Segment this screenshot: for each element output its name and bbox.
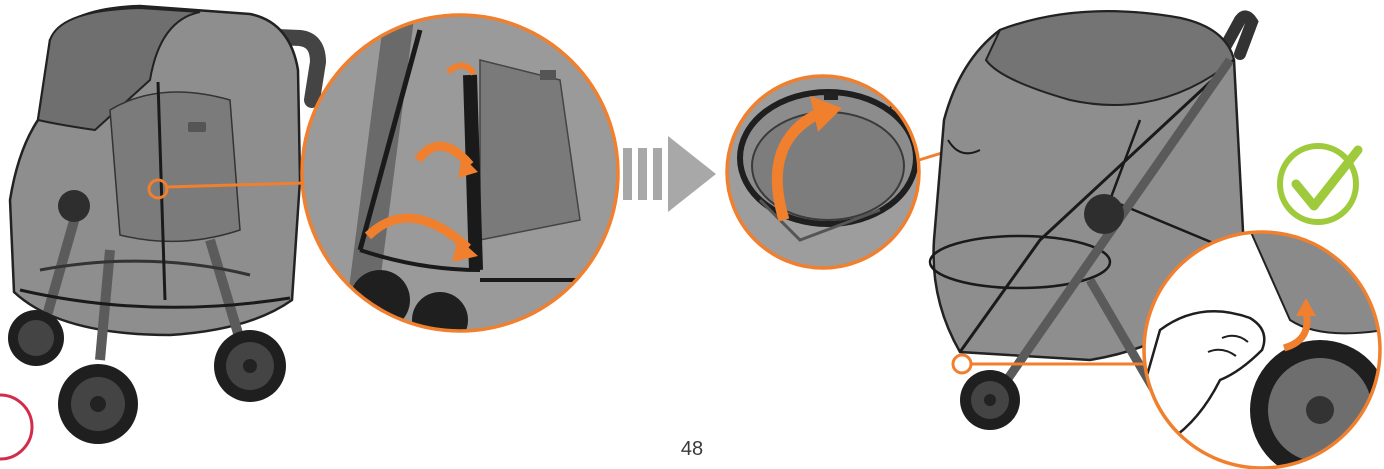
callout-marker: [953, 355, 971, 373]
wheel: [8, 310, 64, 366]
zoom-detail-canopy-edge: [720, 70, 930, 280]
wheel: [58, 364, 138, 444]
triple-bar-arrow-right-icon: [623, 136, 716, 212]
wheel: [214, 330, 286, 402]
page-number: 48: [0, 438, 1384, 461]
stroller-rear-view: [8, 6, 318, 444]
checkmark-circle-icon: [1280, 146, 1358, 222]
wheel: [960, 370, 1020, 430]
zoom-detail-zipper: [300, 10, 630, 348]
